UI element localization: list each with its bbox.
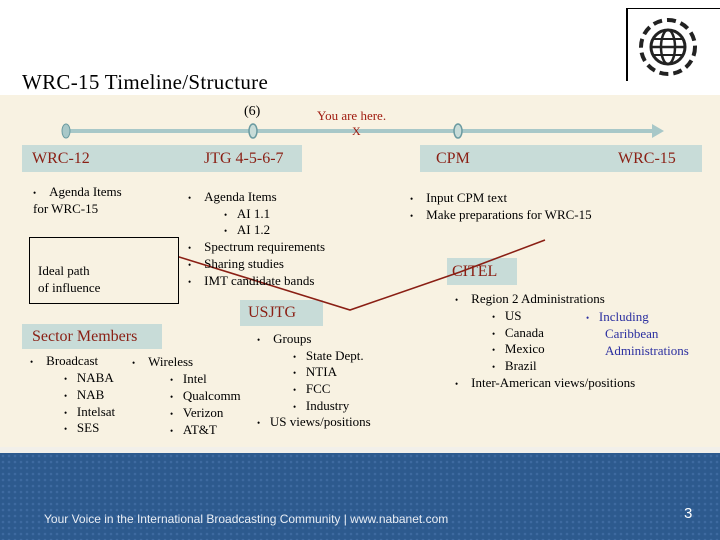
- wireless-item: • Intel: [170, 371, 207, 386]
- broadcast-item: • Intelsat: [64, 404, 116, 419]
- broadcast-item: • NAB: [64, 387, 105, 402]
- header-wrc15: WRC-15: [618, 150, 676, 167]
- jtg-item: • Sharing studies: [188, 256, 284, 271]
- timeline-start-marker: [61, 123, 71, 139]
- cpm-item: • Input CPM text: [410, 190, 508, 205]
- footer-tagline: Your Voice in the International Broadcas…: [44, 512, 449, 526]
- banner-left: [22, 145, 302, 172]
- wrc12-bullet: • Agenda Items: [33, 184, 122, 199]
- usjtg-us-views: • US views/positions: [257, 414, 371, 429]
- header-wrc12: WRC-12: [32, 150, 90, 167]
- sector-banner: [22, 324, 162, 349]
- timeline-arrowhead: [652, 124, 664, 138]
- including-label: • Including: [586, 309, 649, 324]
- usjtg-groups: • Groups: [257, 331, 312, 346]
- usjtg-label: USJTG: [248, 304, 297, 321]
- timeline-marker-label: (6): [244, 104, 261, 119]
- timeline-marker-6: [248, 123, 258, 139]
- citel-label: CITEL: [452, 263, 498, 280]
- broadcast-item: • SES: [64, 420, 100, 435]
- banner-right: [420, 145, 702, 172]
- broadcast-item: • NABA: [64, 370, 114, 385]
- timeline-marker-cpm: [453, 123, 463, 139]
- citel-banner: [447, 258, 517, 285]
- sector-wireless: • Wireless: [132, 354, 194, 369]
- usjtg-member: • NTIA: [293, 364, 337, 379]
- sector-members-label: Sector Members: [32, 328, 138, 345]
- usjtg-banner: [240, 300, 323, 326]
- administrations-label: Administrations: [605, 343, 689, 358]
- citel-country: • Brazil: [492, 358, 537, 373]
- footer-pattern: [0, 447, 720, 540]
- ideal-path-line2: of influence: [38, 280, 101, 295]
- cpm-item: • Make preparations for WRC-15: [410, 207, 592, 222]
- timeline-diagram: [22, 123, 702, 349]
- wireless-item: • Verizon: [170, 405, 224, 420]
- page-number: 3: [684, 505, 693, 522]
- jtg-item: • IMT candidate bands: [188, 273, 315, 288]
- jtg-item: • Spectrum requirements: [188, 239, 326, 254]
- logo: [626, 8, 720, 81]
- citel-country: • US: [492, 308, 522, 323]
- sector-broadcast: • Broadcast: [30, 353, 99, 368]
- citel-country: • Canada: [492, 325, 544, 340]
- caribbean-label: Caribbean: [605, 326, 659, 341]
- header-jtg: JTG 4-5-6-7: [204, 150, 284, 167]
- citel-country: • Mexico: [492, 341, 545, 356]
- wireless-item: • AT&T: [170, 422, 217, 437]
- usjtg-member: • State Dept.: [293, 348, 364, 363]
- jtg-item: • Agenda Items: [188, 189, 277, 204]
- usjtg-member: • FCC: [293, 381, 331, 396]
- wrc12-line2: for WRC-15: [33, 201, 99, 216]
- jtg-item: • AI 1.1: [224, 206, 271, 221]
- citel-inter-american: • Inter-American views/positions: [455, 375, 636, 390]
- usjtg-member: • Industry: [293, 398, 350, 413]
- ideal-path-line1: Ideal path: [38, 263, 90, 278]
- footer-bar: [0, 447, 720, 540]
- header-cpm: CPM: [436, 150, 470, 167]
- jtg-item: • AI 1.2: [224, 222, 271, 237]
- globe-icon: [639, 18, 697, 76]
- ideal-path-box: [29, 237, 179, 304]
- page-title: WRC-15 Timeline/Structure: [22, 70, 269, 94]
- citel-region: • Region 2 Administrations: [455, 291, 605, 306]
- wireless-item: • Qualcomm: [170, 388, 241, 403]
- x-mark: X: [352, 124, 361, 138]
- you-are-here-label: You are here.: [317, 108, 387, 123]
